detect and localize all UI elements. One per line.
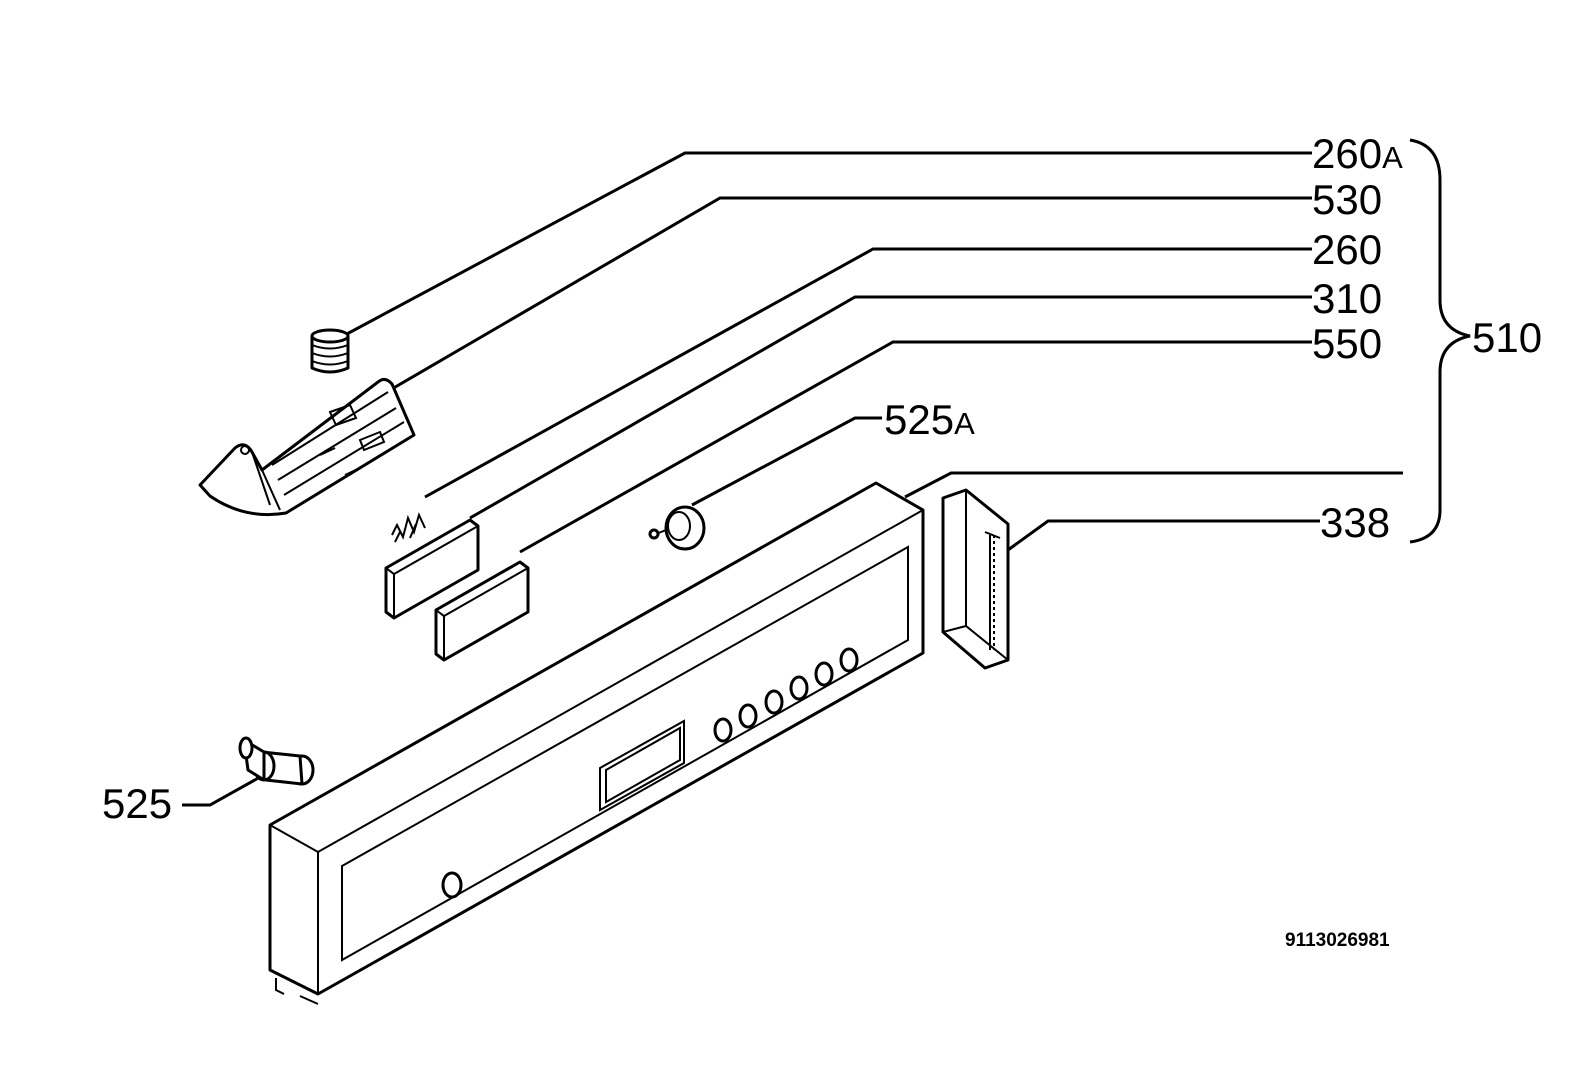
leader-530 (384, 196, 1312, 395)
control-panel-fascia (268, 481, 925, 1005)
part-260a-cap (310, 328, 350, 374)
leader-525 (182, 774, 263, 807)
drawing-number: 9113026981 (1285, 930, 1390, 951)
callout-530: 530 (1312, 176, 1382, 223)
leader-310 (469, 295, 1312, 520)
leader-260 (424, 247, 1312, 499)
part-525-button (238, 736, 315, 786)
brace-510 (1409, 138, 1471, 544)
callout-310: 310 (1312, 275, 1382, 322)
leader-550 (519, 340, 1312, 554)
part-310-plate (384, 518, 480, 620)
callout-338: 338 (1320, 499, 1390, 546)
callout-525a: 525A (884, 396, 975, 443)
leader-338 (1007, 519, 1320, 552)
leader-panel (904, 471, 1403, 499)
callout-525: 525 (102, 780, 172, 827)
part-260-clip (391, 512, 426, 543)
part-550-plate (434, 560, 530, 662)
callout-260: 260 (1312, 226, 1382, 273)
leader-lines (182, 151, 1403, 807)
callout-550: 550 (1312, 320, 1382, 367)
part-525a-knob (648, 505, 706, 551)
leader-260a (329, 151, 1312, 345)
callout-510: 510 (1472, 314, 1542, 361)
leader-525a (691, 416, 882, 507)
callout-260a: 260A (1312, 130, 1403, 177)
part-530-housing (198, 377, 416, 517)
part-338-connector (941, 488, 1010, 670)
